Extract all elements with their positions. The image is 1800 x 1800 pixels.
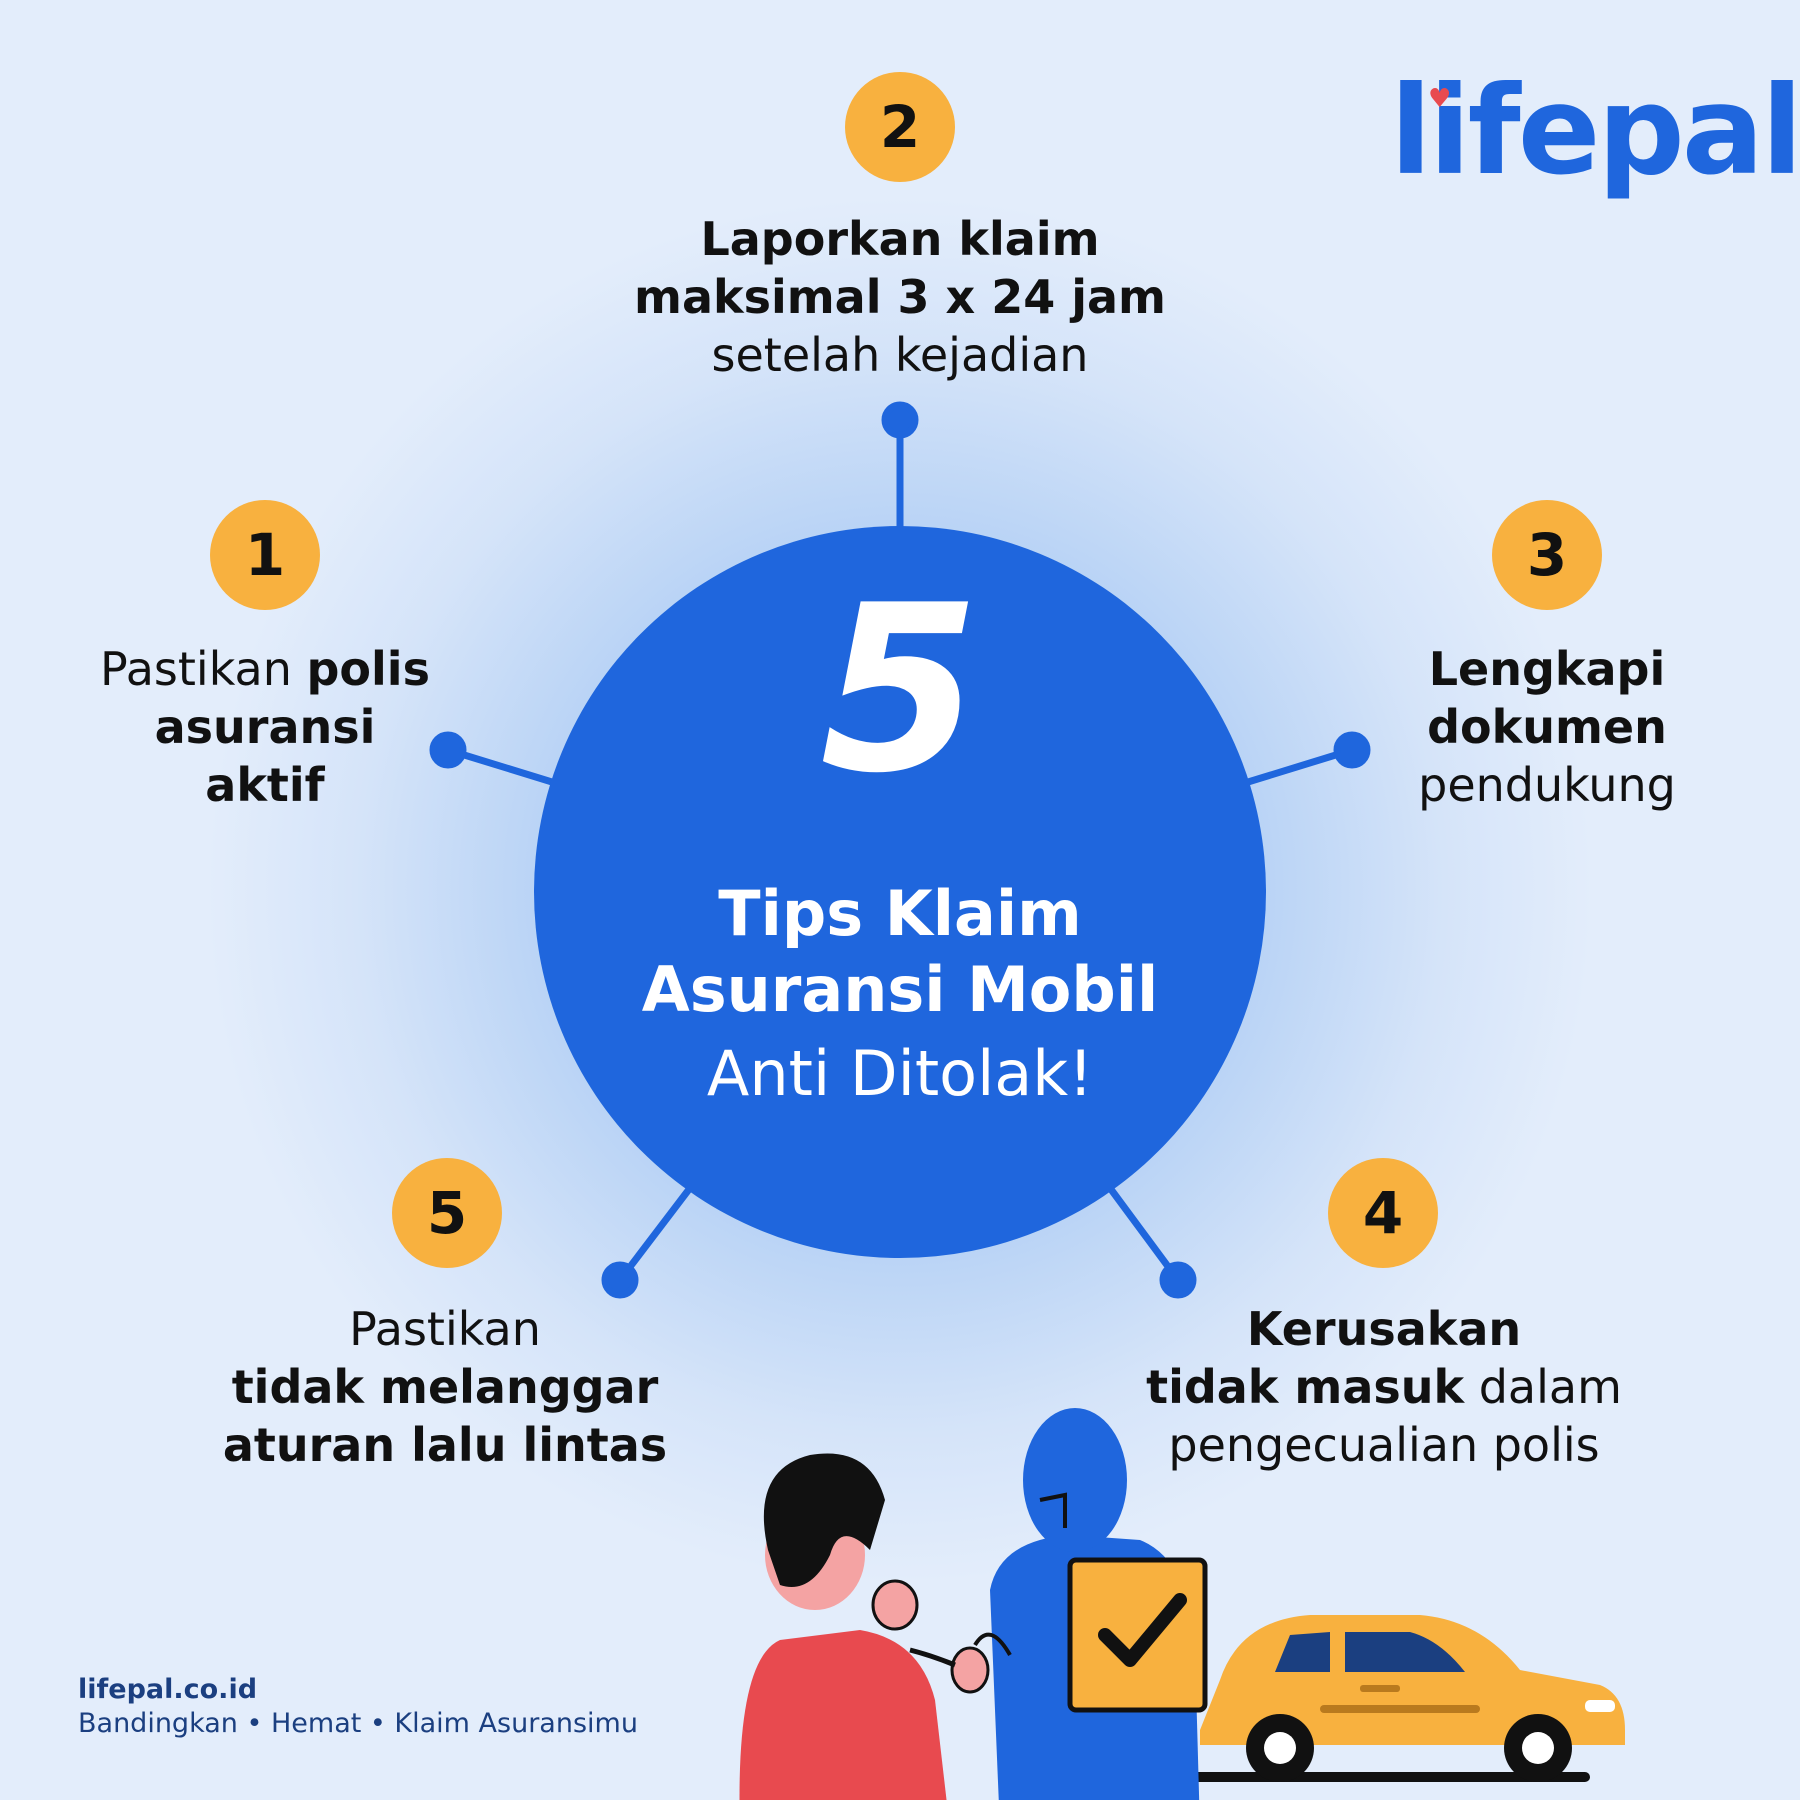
center-title: Tips Klaim Asuransi Mobil [534,876,1266,1028]
tip-3-bold-1: Lengkapi [1428,642,1666,696]
tip-1-bold-3: aktif [205,758,325,812]
connector-dot-tip-3 [1333,731,1371,769]
tip-2-plain-1: setelah kejadian [711,328,1089,382]
connector-tip-4 [1107,1185,1181,1283]
tip-5-plain-1: Pastikan [349,1302,541,1356]
connector-dot-tip-5 [601,1261,639,1299]
connector-tip-5 [617,1185,693,1283]
tip-3-text: Lengkapi dokumen pendukung [1367,640,1727,814]
tip-5-badge: 5 [392,1158,502,1268]
red-person-illustration [739,1453,990,1800]
footer-tagline: Bandingkan • Hemat • Klaim Asuransimu [78,1708,638,1739]
tip-1-plain-1: Pastikan [100,642,307,696]
tip-4-plain-2: pengecualian polis [1168,1418,1600,1472]
tip-5-bold-1: tidak melanggar [231,1360,659,1414]
clipboard-icon [1067,1557,1208,1713]
center-circle: 5 Tips Klaim Asuransi Mobil Anti Ditolak… [534,526,1266,1258]
connector-dot-tip-4 [1159,1261,1197,1299]
tip-2-bold-2: maksimal 3 x 24 jam [634,270,1166,324]
tip-3-badge: 3 [1492,500,1602,610]
connector-dot-tip-2 [881,401,919,439]
tip-5-text: Pastikan tidak melanggar aturan lalu lin… [190,1300,700,1474]
tip-2-bold-1: Laporkan klaim [700,212,1100,266]
center-subtitle: Anti Ditolak! [706,1037,1094,1110]
car-illustration [1200,1615,1625,1782]
tip-2-badge: 2 [845,72,955,182]
people-and-car-illustration [739,1408,1625,1800]
tip-2-text: Laporkan klaim maksimal 3 x 24 jam setel… [550,210,1250,384]
tip-4-badge: 4 [1328,1158,1438,1268]
lifepal-logo: lifepal [1390,60,1800,202]
connector-dot-tip-1 [429,731,467,769]
tip-4-bold-2: tidak masuk [1146,1360,1465,1414]
center-number: 5 [819,557,981,824]
footer-website: lifepal.co.id [78,1674,258,1705]
tip-1-badge: 1 [210,500,320,610]
tip-4-plain-1: dalam [1464,1360,1622,1414]
tip-1-text: Pastikan polis asuransi aktif [60,640,470,814]
tip-3-plain-1: pendukung [1418,758,1676,812]
center-title-line-2: Asuransi Mobil [641,953,1159,1026]
tip-5-bold-2: aturan lalu lintas [222,1418,668,1472]
tip-1-bold-1: polis [306,642,430,696]
tip-3-bold-2: dokumen [1427,700,1667,754]
tip-4-bold-1: Kerusakan [1246,1302,1522,1356]
tip-4-text: Kerusakan tidak masuk dalam pengecualian… [1110,1300,1658,1474]
tip-1-bold-2: asuransi [154,700,376,754]
heart-icon: ♥ [1428,84,1452,114]
center-title-line-1: Tips Klaim [718,877,1082,950]
